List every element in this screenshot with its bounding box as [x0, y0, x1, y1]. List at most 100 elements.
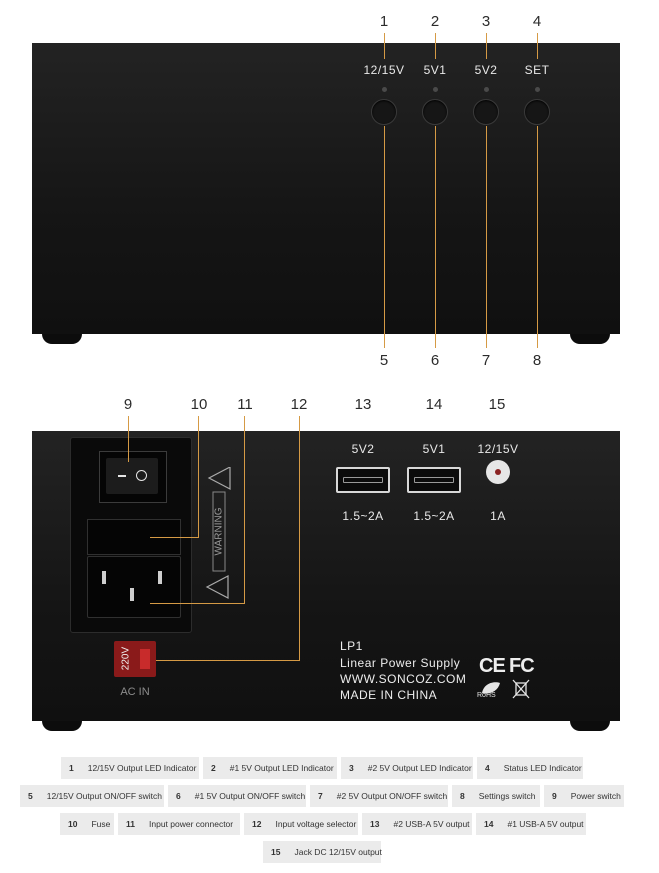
origin: MADE IN CHINA	[340, 688, 438, 702]
callout-line-11	[244, 416, 245, 604]
power-switch-rocker	[106, 458, 158, 494]
legend-num-3: 3	[349, 763, 354, 773]
legend-item-15: 15 Jack DC 12/15V output	[263, 841, 382, 863]
legend-item-4: 4 Status LED Indicator	[477, 757, 583, 779]
usb-a-port-5v2[interactable]	[336, 467, 390, 493]
callout-number-13: 13	[354, 396, 372, 413]
callout-line-3	[486, 33, 487, 59]
front-foot-left	[42, 334, 82, 344]
fc-mark: FC	[509, 655, 535, 677]
legend-item-8: 8 Settings switch	[452, 785, 540, 807]
input-voltage-selector[interactable]: 220V	[114, 641, 156, 677]
rohs-leaf-shape	[482, 682, 500, 694]
legend-num-13: 13	[370, 819, 380, 829]
callout-line-12	[299, 416, 300, 661]
callout-number-2: 2	[430, 13, 440, 30]
legend-item-6: 6 #1 5V Output ON/OFF switch	[168, 785, 306, 807]
port-label-5v1: 5V1	[422, 442, 446, 456]
warning-text: WARNING	[212, 491, 226, 572]
model-name: LP1	[340, 639, 363, 653]
button-set[interactable]	[524, 99, 550, 125]
legend-num-9: 9	[552, 791, 557, 801]
legend-text-3: #2 5V Output LED Indicator	[367, 763, 472, 773]
port-label-12-15v: 12/15V	[477, 442, 519, 456]
callout-number-12: 12	[290, 396, 308, 413]
legend-text-8: Settings switch	[478, 791, 536, 801]
dc-jack-12-15v[interactable]	[486, 460, 510, 484]
power-switch[interactable]	[99, 451, 167, 503]
connector-pin-right	[158, 571, 162, 584]
voltage-selector-slider	[140, 649, 150, 669]
weee-bin-icon	[512, 679, 530, 704]
callout-number-8: 8	[532, 352, 542, 369]
callout-number-6: 6	[430, 352, 440, 369]
legend-num-11: 11	[126, 819, 135, 829]
callout-line-12-h	[152, 660, 300, 661]
legend-num-14: 14	[484, 819, 494, 829]
back-foot-left	[42, 721, 82, 731]
weee-bin-shape	[512, 679, 530, 699]
rohs-leaf-icon	[478, 681, 504, 697]
front-foot-right	[570, 334, 610, 344]
callout-line-2	[435, 33, 436, 59]
callout-number-10: 10	[190, 396, 208, 413]
legend-item-9: 9 Power switch	[544, 785, 624, 807]
rating-12-15v: 1A	[490, 509, 506, 523]
callout-line-8	[537, 126, 538, 348]
voltage-selector-value: 220V	[120, 646, 132, 671]
legend-num-4: 4	[485, 763, 490, 773]
callout-line-4	[537, 33, 538, 59]
legend-num-6: 6	[176, 791, 181, 801]
button-5v1[interactable]	[422, 99, 448, 125]
legend-text-15: Jack DC 12/15V output	[294, 847, 382, 857]
button-12-15v[interactable]	[371, 99, 397, 125]
input-power-connector[interactable]	[87, 556, 181, 618]
legend-text-14: #1 USB-A 5V output	[507, 819, 584, 829]
power-off-mark-icon	[136, 470, 147, 481]
front-panel-body	[32, 43, 620, 334]
label-5v1: 5V1	[423, 63, 447, 77]
dc-jack-pin	[495, 469, 501, 475]
legend-text-7: #2 5V Output ON/OFF switch	[336, 791, 448, 801]
button-5v2[interactable]	[473, 99, 499, 125]
usb-a-port-5v1[interactable]	[407, 467, 461, 493]
website: WWW.SONCOZ.COM	[340, 672, 467, 686]
callout-line-5	[384, 126, 385, 348]
connector-pin-ground	[130, 588, 134, 601]
product-name: Linear Power Supply	[340, 656, 461, 670]
rating-5v1: 1.5~2A	[413, 509, 455, 523]
callout-number-11: 11	[237, 396, 253, 413]
callout-number-14: 14	[425, 396, 443, 413]
legend-num-10: 10	[68, 819, 78, 829]
legend-num-5: 5	[28, 791, 33, 801]
legend-item-13: 13#2 USB-A 5V output	[362, 813, 472, 835]
connector-pin-left	[102, 571, 106, 584]
legend-text-6: #1 5V Output ON/OFF switch	[194, 791, 306, 801]
callout-number-15: 15	[488, 396, 506, 413]
legend-num-8: 8	[460, 791, 465, 801]
legend-num-15: 15	[271, 847, 281, 857]
callout-number-1: 1	[379, 13, 389, 30]
rating-5v2: 1.5~2A	[342, 509, 384, 523]
led-status	[535, 87, 540, 92]
callout-number-7: 7	[481, 352, 491, 369]
legend-text-9: Power switch	[570, 791, 621, 801]
legend-text-2: #1 5V Output LED Indicator	[229, 763, 334, 773]
callout-line-11-h	[150, 603, 245, 604]
callout-line-10	[198, 416, 199, 538]
label-12-15v: 12/15V	[363, 63, 405, 77]
legend-text-1: 12/15V Output LED Indicator	[87, 763, 197, 773]
legend-num-7: 7	[318, 791, 323, 801]
led-12-15v	[382, 87, 387, 92]
legend-text-4: Status LED Indicator	[503, 763, 582, 773]
rohs-label: RoHS	[477, 692, 496, 699]
back-foot-right	[570, 721, 610, 731]
label-5v2: 5V2	[474, 63, 498, 77]
warning-triangle-icon	[205, 466, 231, 599]
legend-num-12: 12	[252, 819, 262, 829]
